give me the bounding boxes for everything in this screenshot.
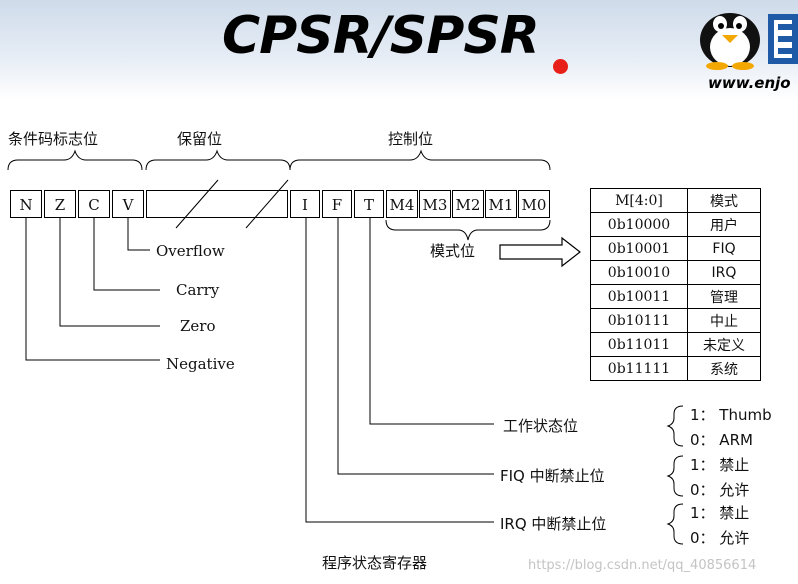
bit-f: F	[322, 190, 352, 218]
reserved-bits-label: 保留位	[177, 130, 223, 148]
bit-m3: M3	[419, 190, 451, 218]
table-row: 0b10010 IRQ	[590, 260, 761, 285]
bit-n: N	[10, 190, 42, 218]
table-row: 0b11011 未定义	[590, 332, 761, 357]
penguin-logo-icon	[700, 13, 798, 70]
bit-m4: M4	[386, 190, 418, 218]
diagram-caption: 程序状态寄存器	[322, 554, 428, 572]
reserved-field	[146, 190, 288, 218]
mode-table: M[4:0] 模式 0b10000 用户 0b10001 FIQ 0b10010…	[590, 188, 761, 381]
bit-z: Z	[44, 190, 76, 218]
mode-name-cell: 管理	[687, 284, 761, 309]
f-bit-zero: 0： 允许	[690, 481, 750, 499]
i-bit-one: 1： 禁止	[690, 504, 750, 522]
watermark: https://blog.csdn.net/qq_40856614	[528, 558, 757, 573]
mode-code-cell: 0b10001	[590, 236, 688, 261]
table-row: 0b10011 管理	[590, 284, 761, 309]
mode-code-cell: 0b10010	[590, 260, 688, 285]
header-band	[0, 0, 798, 100]
condition-flags-label: 条件码标志位	[8, 130, 99, 148]
red-dot	[553, 59, 568, 74]
table-header-cell: 模式	[687, 188, 761, 213]
bit-m0: M0	[518, 190, 550, 218]
slide-title: CPSR/SPSR	[222, 6, 540, 66]
mode-name-cell: 系统	[687, 356, 761, 381]
bit-m2: M2	[452, 190, 484, 218]
mode-bits-label: 模式位	[430, 242, 476, 260]
zero-label: Zero	[180, 317, 216, 335]
table-header-cell: M[4:0]	[590, 188, 688, 213]
f-bit-one: 1： 禁止	[690, 456, 750, 474]
mode-name-cell: IRQ	[687, 260, 761, 285]
table-row: 0b10000 用户	[590, 212, 761, 237]
mode-name-cell: 中止	[687, 308, 761, 333]
table-header-row: M[4:0] 模式	[590, 188, 761, 213]
negative-label: Negative	[166, 355, 235, 373]
bit-t: T	[354, 190, 384, 218]
bit-m1: M1	[485, 190, 517, 218]
mode-code-cell: 0b11011	[590, 332, 688, 357]
table-row: 0b10111 中止	[590, 308, 761, 333]
mode-name-cell: 未定义	[687, 332, 761, 357]
overflow-label: Overflow	[156, 242, 225, 260]
bit-v: V	[112, 190, 144, 218]
table-row: 0b11111 系统	[590, 356, 761, 381]
t-bit-zero: 0： ARM	[690, 431, 753, 449]
table-row: 0b10001 FIQ	[590, 236, 761, 261]
i-bit-label: IRQ 中断禁止位	[500, 515, 607, 533]
bit-i: I	[290, 190, 320, 218]
mode-code-cell: 0b10000	[590, 212, 688, 237]
control-bits-label: 控制位	[388, 130, 434, 148]
mode-name-cell: FIQ	[687, 236, 761, 261]
t-bit-one: 1： Thumb	[690, 406, 772, 424]
mode-name-cell: 用户	[687, 212, 761, 237]
site-url: www.enjo	[708, 74, 791, 92]
carry-label: Carry	[176, 281, 220, 299]
t-bit-label: 工作状态位	[503, 417, 579, 435]
i-bit-zero: 0： 允许	[690, 529, 750, 547]
f-bit-label: FIQ 中断禁止位	[500, 467, 605, 485]
mode-code-cell: 0b10111	[590, 308, 688, 333]
bit-c: C	[78, 190, 110, 218]
mode-code-cell: 0b10011	[590, 284, 688, 309]
mode-code-cell: 0b11111	[590, 356, 688, 381]
